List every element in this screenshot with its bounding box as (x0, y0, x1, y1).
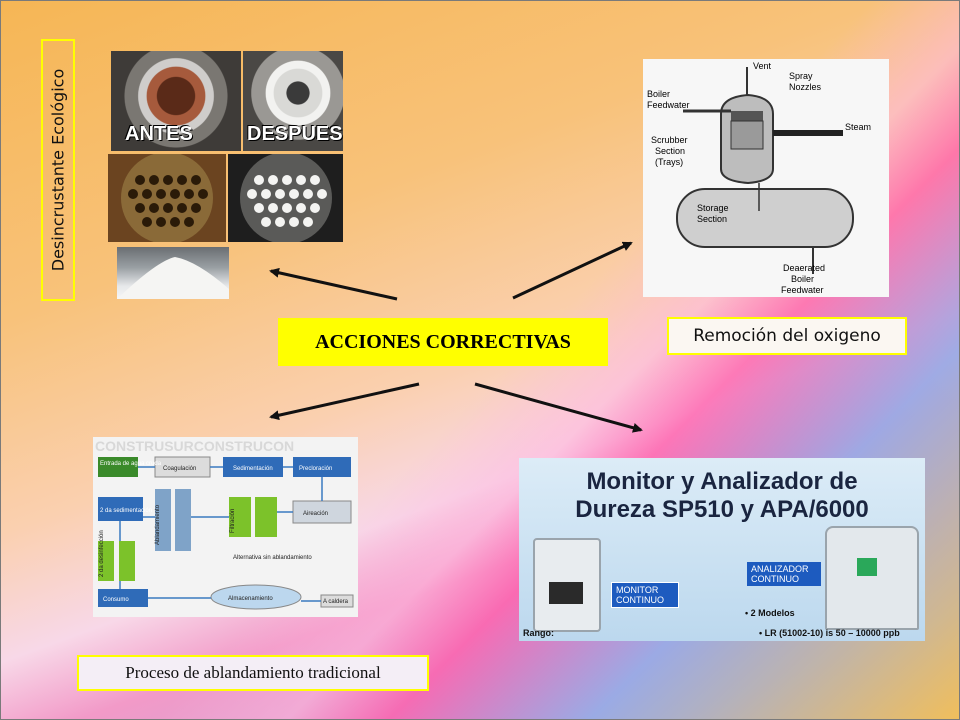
oxygen-removal-label: Remoción del oxigeno (667, 317, 907, 355)
descaler-label-box: Desincrustante Ecológico (41, 39, 75, 301)
deaerator-graphic: Vent Spray Nozzles Boiler Feedwater Scru… (643, 59, 889, 297)
monitor-models: • 2 Modelos (745, 608, 795, 618)
softening-flow-diagram: CONSTRUSURCONSTRUCON Entrada de agua cru… (93, 437, 358, 617)
deaerator-storage-section: Section (697, 214, 727, 224)
tube-sheet-scaled-graphic (108, 154, 226, 242)
softening-flow-graphic: CONSTRUSURCONSTRUCON Entrada de agua cru… (93, 437, 358, 617)
deaerator-feedwater-in: Feedwater (647, 100, 690, 110)
flow-raw-water: Entrada de agua cruda (100, 461, 162, 467)
softening-label: Proceso de ablandamiento tradicional (77, 655, 429, 691)
flow-storage: Almacenamiento (228, 596, 273, 602)
monitor-right-screen (857, 558, 877, 576)
tube-sheet-clean-graphic (228, 154, 343, 242)
after-caption: DESPUES (247, 123, 343, 145)
arrow-to-softening (269, 382, 420, 421)
flow-precloration: Precloración (299, 466, 332, 472)
flow-filter: Filtración (230, 509, 236, 533)
flow-alternative: Alternativa sin ablandamiento (233, 555, 312, 561)
arrow-to-deaerator (512, 241, 633, 300)
descaler-powder-photo (117, 247, 229, 299)
monitor-left-screen (549, 582, 583, 604)
deaerator-deaerated-feedwater: Feedwater (781, 285, 824, 295)
powder-pile-graphic (117, 257, 229, 299)
deaerator-vent: Vent (753, 61, 772, 71)
deaerator-diagram: Vent Spray Nozzles Boiler Feedwater Scru… (643, 59, 889, 297)
deaerator-trays: (Trays) (655, 157, 683, 167)
flow-sedimentation: Sedimentación (233, 466, 273, 472)
monitor-title-line1: Monitor y Analizador de (586, 468, 858, 495)
deaerator-deaerated-boiler: Boiler (791, 274, 814, 284)
arrow-to-monitor (474, 382, 643, 433)
monitor-range-value: • LR (51002-10) is 50 – 10000 ppb (759, 628, 900, 638)
flow-boiler: A caldera (323, 599, 349, 605)
monitor-continuo-badge: MONITOR CONTINUO (611, 582, 679, 608)
before-caption: ANTES (125, 123, 193, 145)
descaler-label: Desincrustante Ecológico (48, 68, 68, 272)
deaerator-scrubber-section: Section (655, 146, 685, 156)
descaler-photo-before: ANTES (111, 51, 241, 151)
deaerator-scrubber: Scrubber (651, 135, 688, 145)
descaler-photo-after: DESPUES (243, 51, 343, 151)
monitor-device-left (533, 538, 601, 632)
flow-softener: Ablandamiento (155, 504, 161, 545)
flow-second-disinfection: 2 da desinfección (99, 530, 105, 577)
deaerator-nozzles: Nozzles (789, 82, 822, 92)
softening-watermark: CONSTRUSURCONSTRUCON (95, 438, 294, 454)
flow-consumption: Consumo (103, 597, 129, 603)
deaerator-spray: Spray (789, 71, 813, 81)
deaerator-boiler-in: Boiler (647, 89, 670, 99)
deaerator-deaerated: Deaerated (783, 263, 825, 273)
monitor-title-line2: Dureza SP510 y APA/6000 (575, 496, 869, 523)
descaler-photo-tubes-clean (228, 154, 343, 242)
corrective-actions-title: ACCIONES CORRECTIVAS (278, 318, 608, 366)
flow-second-sedimentation: 2 da sedimentación (100, 508, 152, 514)
monitor-range-label: Rango: (523, 628, 554, 638)
analyzer-continuo-badge: ANALIZADOR CONTINUO (747, 562, 821, 586)
flow-coagulation: Coagulación (163, 466, 196, 472)
deaerator-steam: Steam (845, 122, 871, 132)
arrow-to-descaler (269, 267, 398, 301)
flow-aeration: Aireación (303, 511, 328, 517)
deaerator-storage: Storage (697, 203, 729, 213)
hardness-monitor-ad: Monitor y Analizador de Dureza SP510 y A… (519, 458, 925, 641)
monitor-device-right (825, 526, 919, 630)
descaler-photo-tubes-scaled (108, 154, 226, 242)
